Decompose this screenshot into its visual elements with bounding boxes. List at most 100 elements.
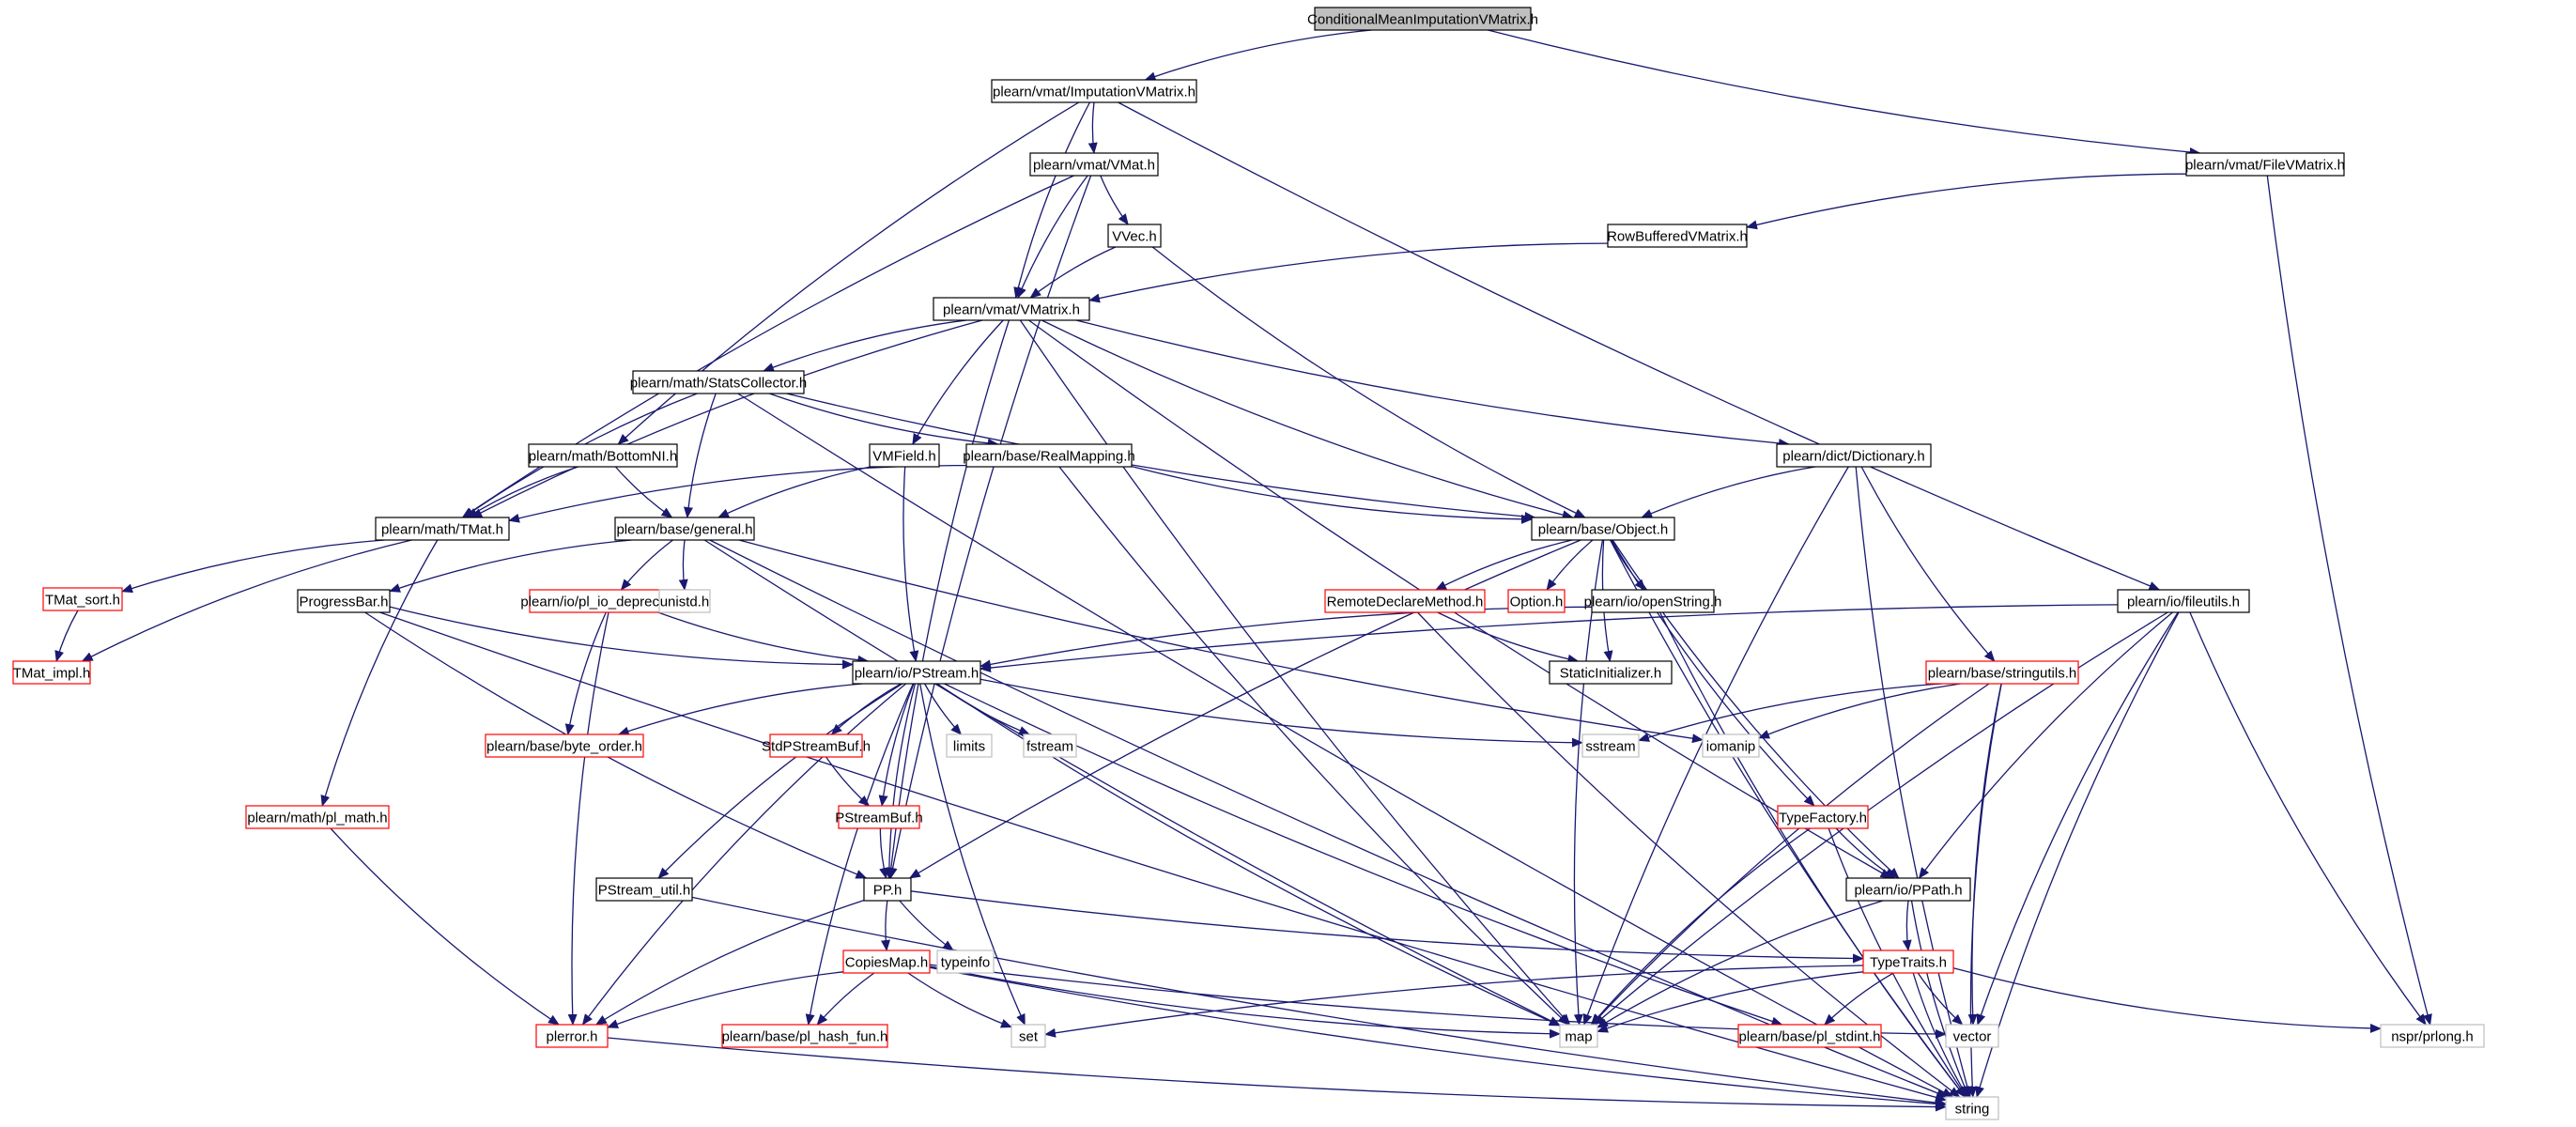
edge-vmfield-to-general: [717, 466, 872, 518]
node-bottomni[interactable]: plearn/math/BottomNI.h: [528, 443, 678, 468]
node-vmatrix[interactable]: plearn/vmat/VMatrix.h: [933, 297, 1090, 321]
node-tmatsort[interactable]: TMat_sort.h: [42, 587, 123, 611]
node-option[interactable]: Option.h: [1507, 589, 1566, 613]
node-imputation[interactable]: plearn/vmat/ImputationVMatrix.h: [991, 79, 1197, 103]
node-byteorder[interactable]: plearn/base/byte_order.h: [485, 733, 644, 758]
edge-vmatrix-to-vmfield: [912, 319, 1004, 445]
node-root[interactable]: ConditionalMeanImputationVMatrix.h: [1307, 7, 1538, 31]
node-stdpsb[interactable]: StdPStreamBuf.h: [762, 733, 871, 758]
node-filevm[interactable]: plearn/vmat/FileVMatrix.h: [2185, 152, 2345, 177]
node-vmat[interactable]: plearn/vmat/VMat.h: [1029, 152, 1159, 177]
node-label: plearn/io/PPath.h: [1854, 883, 1962, 899]
edge-general-to-string: [709, 539, 1949, 1098]
edge-realmap-to-map: [1058, 466, 1569, 1026]
node-plhash[interactable]: plearn/base/pl_hash_fun.h: [721, 1024, 888, 1048]
node-label: sstream: [1585, 739, 1635, 755]
edge-openstring-to-pstream: [979, 606, 1593, 670]
edge-imputation-to-vmatrix: [1013, 101, 1090, 299]
edge-typefactory-to-map: [1590, 827, 1811, 1026]
node-object[interactable]: plearn/base/Object.h: [1531, 517, 1675, 541]
node-openstring[interactable]: plearn/io/openString.h: [1584, 589, 1722, 613]
node-box: [1845, 877, 1971, 902]
edge-general-to-pliodep: [620, 539, 673, 591]
node-box: [1925, 660, 2079, 685]
node-label: TypeFactory.h: [1779, 811, 1867, 826]
edge-vmfield-to-pstream: [902, 466, 919, 662]
node-vmfield[interactable]: VMField.h: [869, 443, 940, 468]
node-box: [1107, 224, 1162, 248]
node-plerror[interactable]: plerror.h: [535, 1024, 609, 1048]
edge-dictionary-to-object: [1641, 466, 1816, 518]
node-progressbar[interactable]: ProgressBar.h: [297, 589, 391, 613]
edge-general-to-iomanip: [738, 539, 1704, 744]
node-vector: vector: [1945, 1024, 1999, 1048]
node-realmap[interactable]: plearn/base/RealMapping.h: [963, 443, 1135, 468]
edge-pliodep-to-pstream: [657, 611, 870, 665]
node-pliodep[interactable]: plearn/io/pl_io_deprecated.h: [520, 589, 699, 613]
node-dictionary[interactable]: plearn/dict/Dictionary.h: [1776, 443, 1932, 468]
node-label: RemoteDeclareMethod.h: [1327, 594, 1484, 610]
node-box: [991, 79, 1197, 103]
node-box: [1776, 443, 1932, 468]
node-ppath[interactable]: plearn/io/PPath.h: [1845, 877, 1971, 902]
edge-root-to-filevm: [1488, 29, 2201, 157]
edge-filevm-to-rowbuf: [1746, 173, 2187, 230]
node-fileutils[interactable]: plearn/io/fileutils.h: [2117, 589, 2250, 613]
node-label: TypeTraits.h: [1870, 955, 1947, 971]
node-label: plearn/io/fileutils.h: [2127, 594, 2240, 610]
node-plstdint[interactable]: plearn/base/pl_stdint.h: [1737, 1024, 1882, 1048]
node-box: [1559, 1024, 1598, 1048]
node-label: plearn/math/StatsCollector.h: [630, 376, 807, 392]
node-label: plerror.h: [546, 1029, 597, 1045]
node-box: [852, 660, 981, 685]
edge-fileutils-to-vector: [1976, 611, 2179, 1026]
node-general[interactable]: plearn/base/general.h: [614, 517, 755, 541]
node-rowbuf[interactable]: RowBufferedVMatrix.h: [1607, 224, 1748, 248]
node-tmatimpl[interactable]: TMat_impl.h: [12, 660, 91, 685]
node-box: [1702, 733, 1760, 758]
node-staticinit[interactable]: StaticInitializer.h: [1549, 660, 1673, 685]
node-typefactory[interactable]: TypeFactory.h: [1777, 805, 1869, 829]
node-remotedecl[interactable]: RemoteDeclareMethod.h: [1324, 589, 1486, 613]
node-typetraits[interactable]: TypeTraits.h: [1862, 949, 1954, 974]
edge-bottomni-to-general: [614, 466, 673, 518]
node-box: [1862, 949, 1954, 974]
node-label: Option.h: [1510, 594, 1564, 610]
node-label: plearn/vmat/VMatrix.h: [943, 302, 1080, 318]
node-pp[interactable]: PP.h: [863, 877, 912, 902]
node-box: [2380, 1024, 2485, 1048]
node-stats[interactable]: plearn/math/StatsCollector.h: [630, 370, 807, 394]
node-pstream[interactable]: plearn/io/PStream.h: [852, 660, 981, 685]
edge-vmat-to-vvec: [1100, 175, 1129, 225]
node-label: plearn/math/pl_math.h: [247, 811, 387, 826]
node-label: map: [1565, 1029, 1592, 1045]
node-string: string: [1945, 1096, 1999, 1120]
node-box: [595, 877, 693, 902]
node-plmath[interactable]: plearn/math/pl_math.h: [245, 805, 390, 829]
node-box: [1023, 733, 1077, 758]
edge-copiesmap-to-map: [929, 965, 1561, 1039]
edge-vmat-to-vmatrix: [1017, 175, 1088, 299]
node-box: [614, 517, 755, 541]
edge-copiesmap-to-plhash: [816, 972, 875, 1026]
node-copiesmap[interactable]: CopiesMap.h: [842, 949, 931, 974]
node-box: [1945, 1024, 1999, 1048]
edge-vvec-to-vmatrix: [1029, 246, 1117, 299]
node-label: StdPStreamBuf.h: [762, 739, 871, 755]
node-box: [535, 1024, 609, 1048]
node-box: [42, 587, 123, 611]
node-tmat[interactable]: plearn/math/TMat.h: [375, 517, 510, 541]
edge-bottomni-to-tmat: [466, 466, 578, 518]
edge-plmath-to-plerror: [330, 827, 560, 1026]
edge-typetraits-to-map: [1597, 971, 1864, 1033]
node-psb[interactable]: PStreamBuf.h: [835, 805, 923, 829]
node-stringutils[interactable]: plearn/base/stringutils.h: [1925, 660, 2079, 685]
edge-tmat-to-tmatimpl: [81, 539, 412, 662]
edge-stats-to-general: [684, 393, 717, 518]
node-vvec[interactable]: VVec.h: [1107, 224, 1162, 248]
edge-object-to-typefactory: [1611, 539, 1815, 807]
edge-fileutils-to-pstream: [979, 604, 2119, 673]
node-label: PP.h: [873, 883, 902, 899]
node-psutil[interactable]: PStream_util.h: [595, 877, 693, 902]
